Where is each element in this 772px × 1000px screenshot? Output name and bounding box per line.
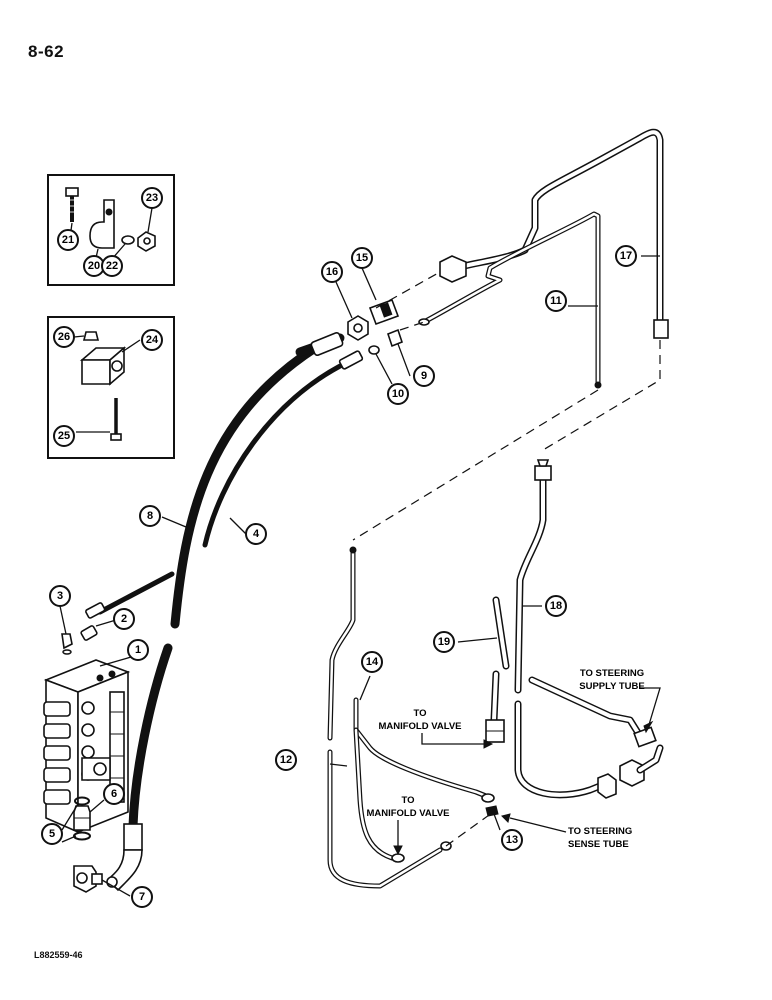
svg-text:4: 4 [253, 528, 260, 540]
svg-text:25: 25 [58, 430, 70, 442]
callout-26: 26 [53, 326, 75, 348]
svg-text:7: 7 [139, 891, 145, 903]
tube-part-17 [439, 128, 669, 339]
bolt-part-21 [65, 187, 79, 222]
svg-text:20: 20 [88, 260, 100, 272]
fitting-part-13 [485, 805, 499, 817]
svg-text:13: 13 [506, 834, 518, 846]
plug-part-26 [82, 331, 100, 341]
fitting-part-3 [61, 633, 73, 655]
svg-text:TO: TO [413, 708, 426, 719]
svg-text:1: 1 [135, 644, 141, 656]
callout-25: 25 [53, 425, 75, 447]
fitting-part-9 [387, 328, 403, 348]
svg-text:24: 24 [146, 334, 159, 346]
callout-7: 7 [131, 886, 153, 908]
block-part-24 [79, 346, 127, 386]
inset-block-detail [47, 316, 175, 459]
svg-text:17: 17 [620, 250, 632, 262]
svg-text:21: 21 [62, 234, 74, 246]
svg-text:SENSE TUBE: SENSE TUBE [568, 839, 629, 850]
svg-text:MANIFOLD VALVE: MANIFOLD VALVE [366, 808, 449, 819]
callout-23: 23 [141, 187, 163, 209]
callout-16: 16 [321, 261, 343, 283]
svg-text:10: 10 [392, 388, 404, 400]
svg-text:3: 3 [57, 590, 63, 602]
callout-4: 4 [245, 523, 267, 545]
clamp-part-20 [89, 199, 115, 249]
callout-1: 1 [127, 639, 149, 661]
callout-5: 5 [41, 823, 63, 845]
callout-17: 17 [615, 245, 637, 267]
tube-part-19 [485, 596, 510, 743]
fitting-part-2 [80, 625, 98, 641]
svg-text:19: 19 [438, 636, 450, 648]
svg-text:6: 6 [111, 788, 117, 800]
callout-13: 13 [501, 829, 523, 851]
callout-21: 21 [57, 229, 79, 251]
svg-text:MANIFOLD VALVE: MANIFOLD VALVE [378, 721, 461, 732]
svg-text:22: 22 [106, 260, 118, 272]
callout-3: 3 [49, 585, 71, 607]
fitting-stack-parts-5-6 [73, 796, 91, 841]
callout-10: 10 [387, 383, 409, 405]
svg-text:5: 5 [49, 828, 55, 840]
svg-text:9: 9 [421, 370, 427, 382]
bolt-part-25 [110, 398, 122, 441]
inset-clamp-detail [47, 174, 175, 286]
svg-text:23: 23 [146, 192, 158, 204]
note-steering-supply-tube: TO STEERING SUPPLY TUBE [579, 668, 644, 692]
svg-text:12: 12 [280, 754, 292, 766]
illustration-code: L882559-46 [34, 950, 83, 960]
callout-19: 19 [433, 631, 455, 653]
callout-24: 24 [141, 329, 163, 351]
tube-part-18 [514, 459, 664, 799]
callout-9: 9 [413, 365, 435, 387]
callout-8: 8 [139, 505, 161, 527]
svg-text:14: 14 [366, 656, 379, 668]
svg-text:26: 26 [58, 331, 70, 343]
washer-part-22 [121, 235, 135, 245]
note-manifold-valve-upper: TO MANIFOLD VALVE [378, 708, 461, 732]
callout-18: 18 [545, 595, 567, 617]
hose-part-8 [106, 331, 345, 892]
callout-11: 11 [545, 290, 567, 312]
elbow-part-7 [73, 865, 103, 893]
svg-text:18: 18 [550, 600, 562, 612]
svg-text:2: 2 [121, 613, 127, 625]
svg-text:15: 15 [356, 252, 368, 264]
fitting-part-16 [347, 315, 369, 341]
callout-6: 6 [103, 783, 125, 805]
note-manifold-valve-lower: TO MANIFOLD VALVE [366, 795, 449, 819]
svg-text:11: 11 [550, 295, 562, 307]
page-number: 8-62 [28, 42, 65, 61]
callout-15: 15 [351, 247, 373, 269]
svg-text:SUPPLY TUBE: SUPPLY TUBE [579, 681, 644, 692]
svg-text:8: 8 [147, 510, 153, 522]
callout-12: 12 [275, 749, 297, 771]
tube-part-11 [418, 211, 602, 389]
callout-2: 2 [113, 608, 135, 630]
callout-14: 14 [361, 651, 383, 673]
svg-text:TO: TO [401, 795, 414, 806]
connection-dashed-lines [352, 271, 661, 847]
svg-text:TO STEERING: TO STEERING [580, 668, 644, 679]
leader-lines [59, 255, 661, 897]
fitting-part-10 [368, 345, 380, 355]
note-steering-sense-tube: TO STEERING SENSE TUBE [568, 826, 632, 850]
svg-text:16: 16 [326, 266, 338, 278]
valve-spools [43, 691, 125, 805]
fitting-part-15 [368, 298, 400, 326]
svg-text:TO STEERING: TO STEERING [568, 826, 632, 837]
hose-part-4 [85, 350, 364, 619]
callout-22: 22 [101, 255, 123, 277]
tube-part-12 [327, 546, 452, 889]
